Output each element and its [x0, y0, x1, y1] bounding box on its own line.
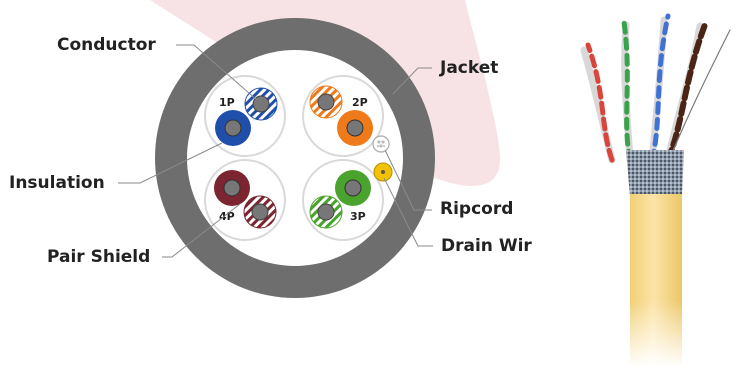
label-drain-wire: Drain Wir	[441, 236, 532, 256]
cable-cross-section: 1P 2P 4P 3P	[118, 18, 435, 298]
label-jacket: Jacket	[440, 58, 499, 78]
pair-shield-2P	[302, 75, 384, 157]
pair-label-1P: 1P	[219, 96, 235, 109]
pair-label-3P: 3P	[350, 210, 366, 223]
pair-shield-1P	[204, 75, 286, 157]
jacket-inner	[187, 50, 403, 266]
drain-wire	[373, 162, 393, 182]
pair-shield-4P	[204, 159, 286, 241]
pair-label-4P: 4P	[219, 210, 235, 223]
leader-lines	[118, 44, 433, 258]
label-ripcord: Ripcord	[440, 199, 514, 219]
ripcord	[372, 135, 390, 153]
label-conductor: Conductor	[57, 35, 156, 55]
label-pair-shield: Pair Shield	[47, 247, 151, 267]
label-insulation: Insulation	[9, 173, 105, 193]
pair-4P: 4P	[214, 170, 277, 229]
pair-shield-3P	[302, 159, 384, 241]
pair-2P: 2P	[309, 85, 373, 146]
pair-3P: 3P	[309, 170, 371, 229]
cable-illustration	[580, 13, 731, 367]
pair-label-2P: 2P	[352, 96, 368, 109]
